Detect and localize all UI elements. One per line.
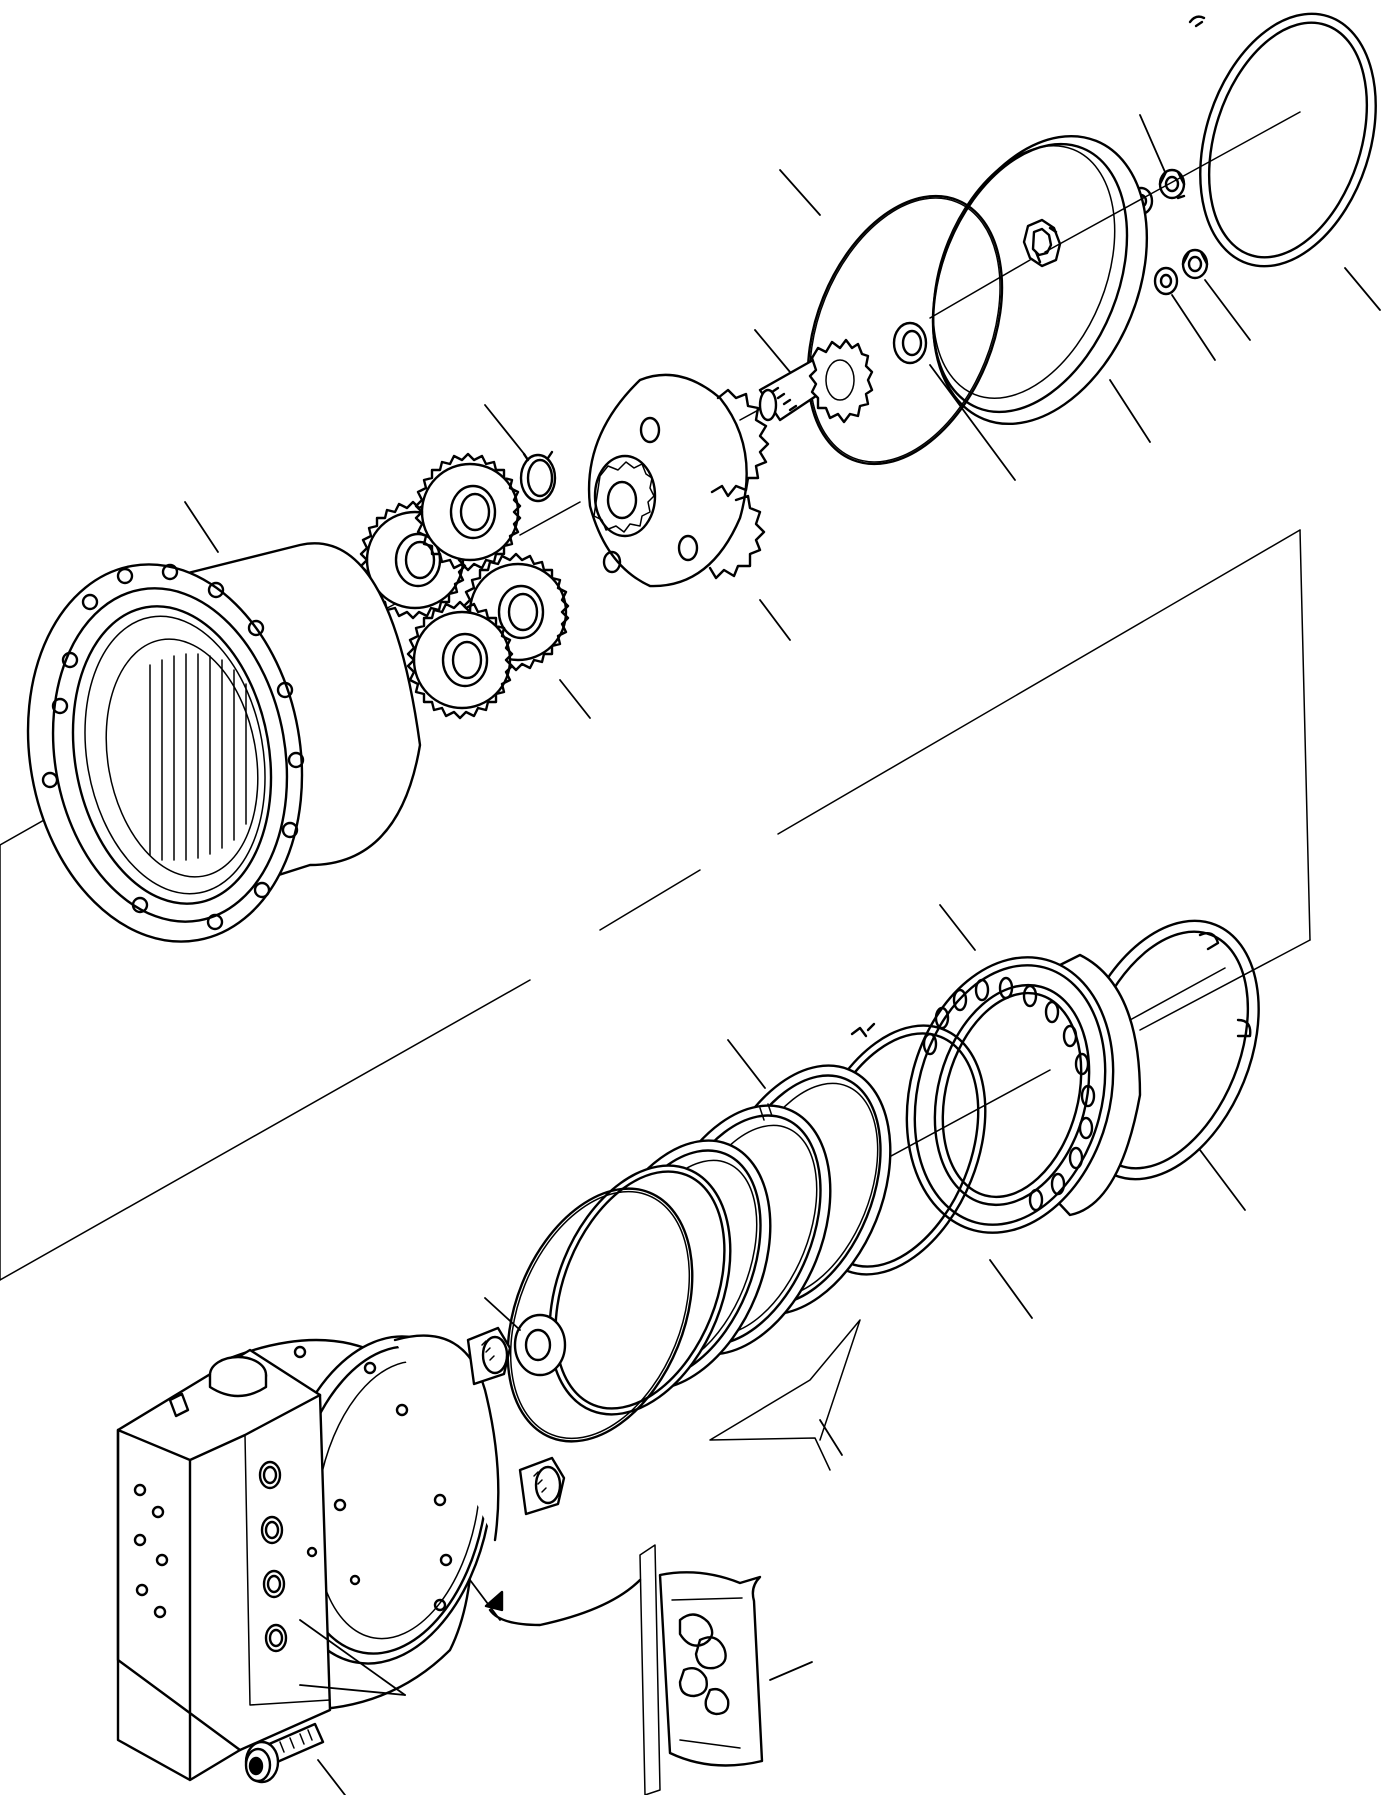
assembly-frame-lines — [0, 529, 1311, 1281]
spacer-washer — [484, 1297, 567, 1377]
seal-kit — [484, 1544, 813, 1795]
retaining-ring-large — [1188, 12, 1381, 311]
nut-upper — [1139, 114, 1186, 200]
snap-ring-small — [484, 404, 557, 503]
bearing-rollers — [922, 976, 1096, 1212]
motor-ports — [466, 1326, 566, 1516]
ring-gear-housing — [26, 501, 422, 943]
socket-head-bolt — [244, 1722, 346, 1795]
thrust-washer — [892, 321, 1016, 481]
roller-bearing — [905, 904, 1142, 1234]
cover-plate — [931, 134, 1151, 443]
motor-flange-bolt-holes — [245, 1345, 453, 1612]
planet-gear-2 — [414, 452, 522, 572]
housing-bolt-holes — [41, 563, 305, 931]
washer-lower — [1153, 266, 1216, 361]
o-ring-cover — [779, 169, 1004, 466]
planet-gear-set — [359, 452, 591, 720]
planet-gear-4 — [406, 600, 514, 720]
motor-block-ports — [133, 1460, 361, 1653]
seal-group — [506, 1039, 892, 1471]
planet-carrier — [587, 373, 791, 641]
nut-lower — [1181, 248, 1251, 341]
hydraulic-motor — [116, 1326, 566, 1782]
sun-gear-shaft — [754, 329, 874, 424]
